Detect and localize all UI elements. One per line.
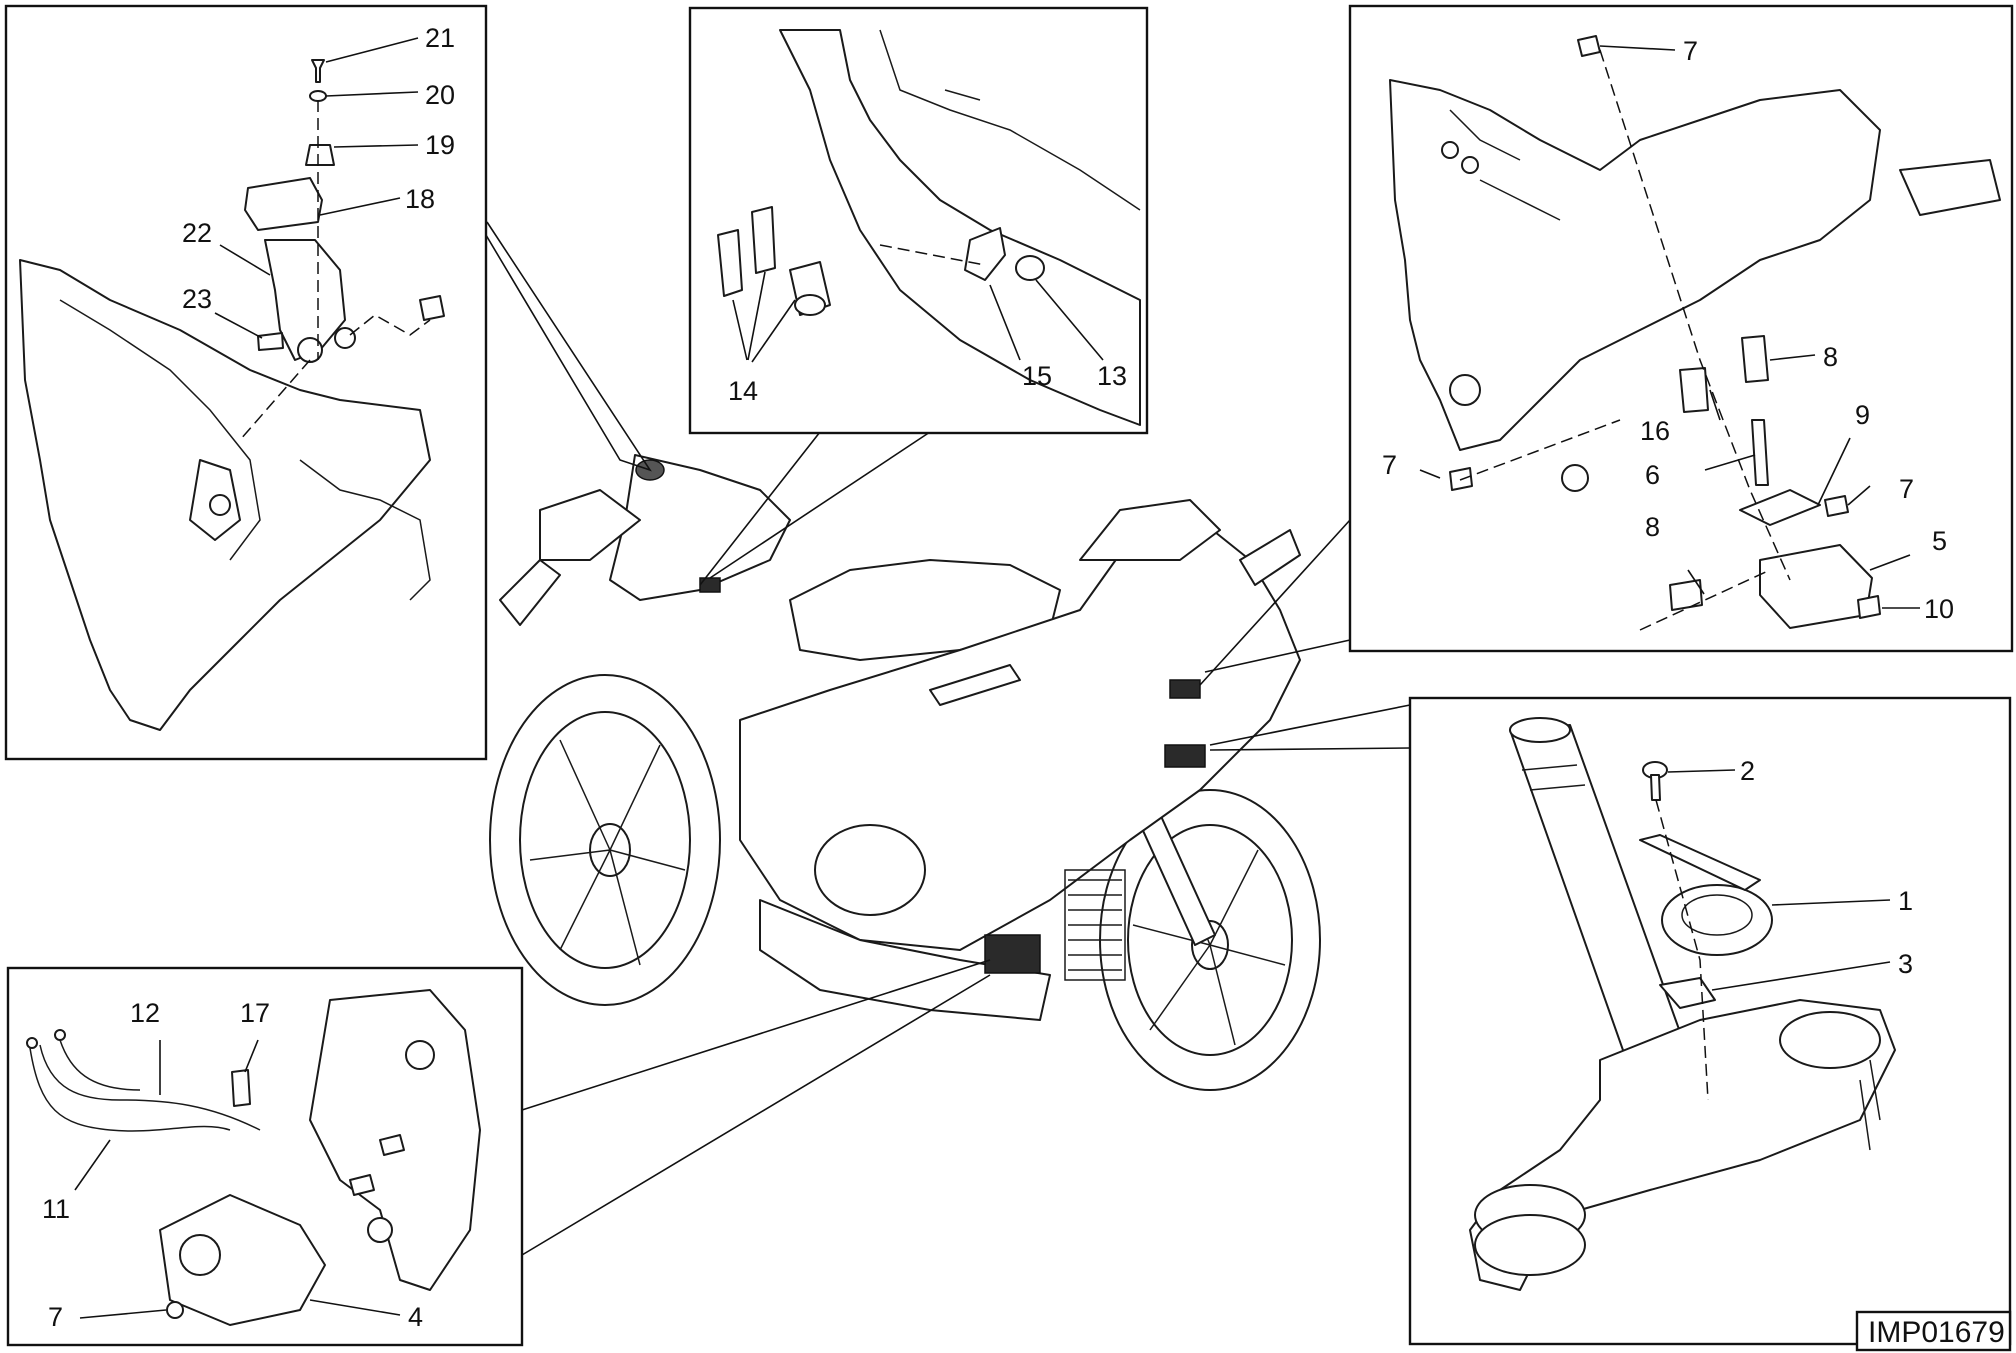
callout-16: 16 [1640, 416, 1670, 446]
reference-code-box: IMP01679 [1855, 1310, 2012, 1352]
callout-13: 13 [1097, 361, 1127, 391]
callout-10: 10 [1924, 594, 1954, 624]
callout-12: 12 [130, 998, 160, 1028]
callout-22: 22 [182, 218, 212, 248]
callout-21: 21 [425, 23, 455, 53]
callout-23: 23 [182, 284, 212, 314]
callout-19: 19 [425, 130, 455, 160]
callout-5: 5 [1932, 526, 1947, 556]
callout-6: 6 [1645, 460, 1660, 490]
motorcycle-illustration [489, 454, 1321, 1091]
callout-7-bottom-left: 7 [48, 1302, 63, 1332]
callout-1: 1 [1898, 886, 1913, 916]
panel-top-center: 14 15 13 [688, 6, 1149, 435]
callout-14: 14 [728, 376, 758, 406]
panel-top-right: 7 8 16 9 7 6 7 8 5 10 [1348, 4, 2014, 653]
callout-7-left: 7 [1382, 450, 1397, 480]
panel-bottom-right: 2 1 3 [1408, 696, 2012, 1346]
callout-3: 3 [1898, 949, 1913, 979]
callout-8-bottom: 8 [1645, 512, 1660, 542]
callout-18: 18 [405, 184, 435, 214]
callout-4: 4 [408, 1302, 423, 1332]
reference-code: IMP01679 [1868, 1316, 2005, 1349]
callout-15: 15 [1022, 361, 1052, 391]
callout-9: 9 [1855, 400, 1870, 430]
callout-11: 11 [42, 1194, 70, 1224]
panel-top-left: 21 20 19 18 22 23 [4, 4, 488, 761]
callout-8-top: 8 [1823, 342, 1838, 372]
callout-20: 20 [425, 80, 455, 110]
panel-leader-lines [479, 221, 1411, 1256]
callout-7-top: 7 [1683, 36, 1698, 66]
callout-7-right: 7 [1899, 474, 1914, 504]
panel-bottom-left: 12 17 11 7 4 [6, 966, 524, 1347]
callout-2: 2 [1740, 756, 1755, 786]
callout-17: 17 [240, 998, 270, 1028]
